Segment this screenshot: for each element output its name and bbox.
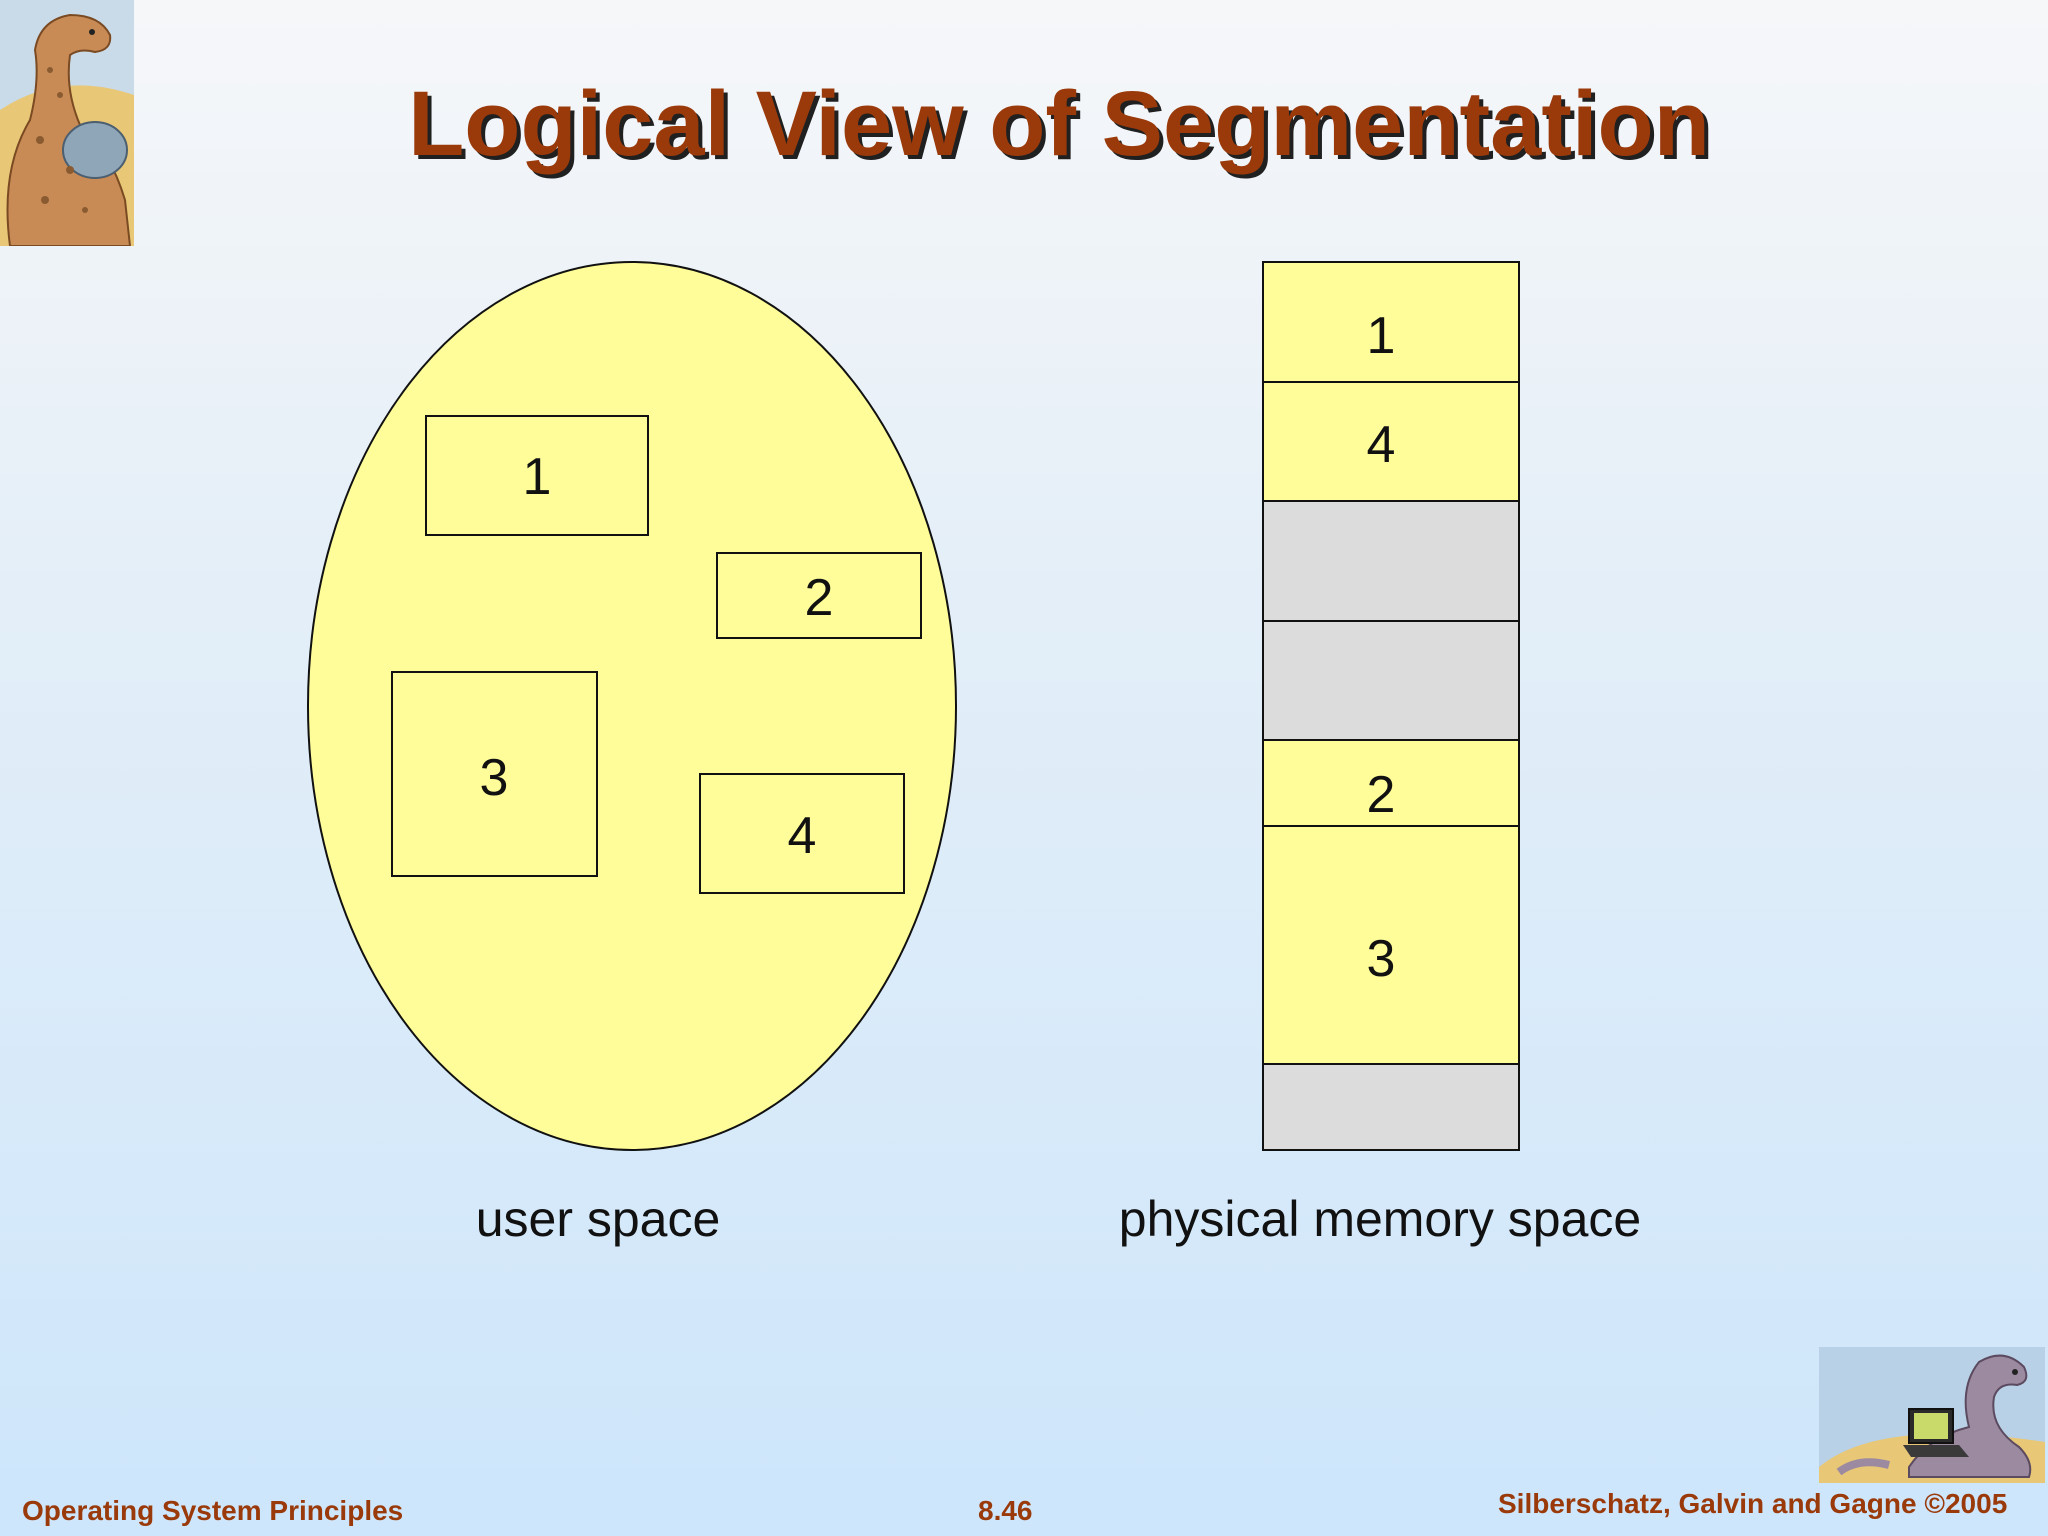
user-segment-3: 3 — [391, 671, 598, 877]
user-segment-2: 2 — [716, 552, 922, 639]
memory-block-label: 4 — [1367, 416, 1396, 474]
memory-block-label: 3 — [1367, 930, 1396, 988]
physical-memory-column: 1 4 2 3 — [1262, 261, 1520, 1151]
memory-block-free — [1262, 500, 1520, 622]
slide-title: Logical View of Segmentation — [408, 73, 1710, 175]
memory-block: 2 — [1262, 739, 1520, 827]
user-segment-4: 4 — [699, 773, 905, 894]
memory-block: 4 — [1262, 381, 1520, 502]
memory-block: 3 — [1262, 825, 1520, 1065]
footer-course: Operating System Principles — [22, 1495, 404, 1526]
memory-block-label: 1 — [1367, 307, 1396, 365]
dinosaur-reading-icon — [0, 0, 134, 246]
memory-block-free — [1262, 620, 1520, 741]
user-segment-2-label: 2 — [805, 569, 834, 627]
user-segment-1-label: 1 — [523, 448, 552, 506]
footer-page-number: 8.46 — [978, 1495, 1033, 1526]
user-segment-4-label: 4 — [788, 807, 817, 865]
memory-block: 1 — [1262, 261, 1520, 383]
user-space-caption: user space — [475, 1191, 721, 1247]
user-segment-1: 1 — [425, 415, 649, 536]
user-segment-3-label: 3 — [480, 749, 509, 807]
memory-block-label: 2 — [1367, 766, 1396, 824]
dinosaur-laptop-icon — [1819, 1347, 2045, 1483]
footer-copyright: Silberschatz, Galvin and Gagne ©2005 — [1498, 1488, 2008, 1519]
memory-block-free — [1262, 1063, 1520, 1151]
physical-memory-caption: physical memory space — [1118, 1191, 1642, 1247]
